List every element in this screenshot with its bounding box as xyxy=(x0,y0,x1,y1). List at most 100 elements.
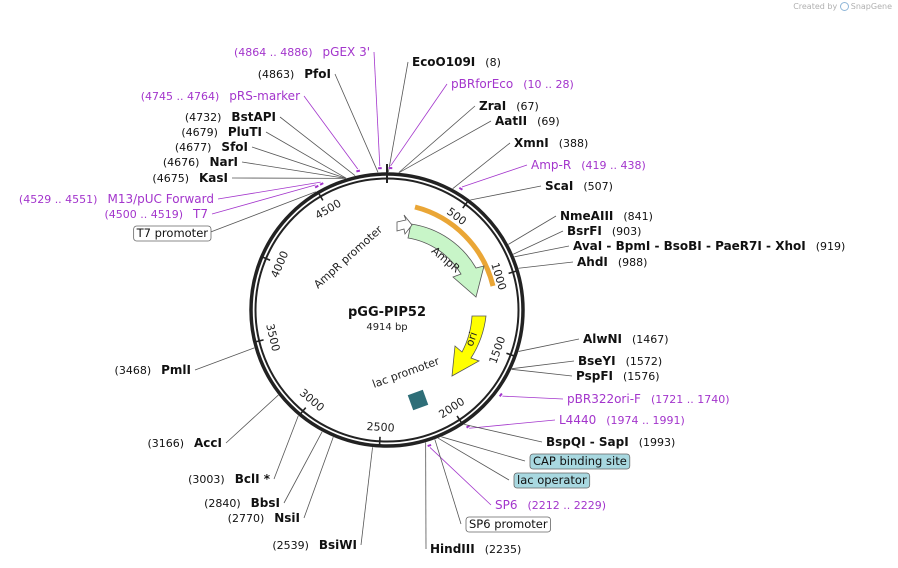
feature-box-label: CAP binding site xyxy=(533,454,627,468)
site-name: pGEX 3' xyxy=(323,45,370,59)
tick-label: 4500 xyxy=(313,197,344,222)
site-name: BstAPI xyxy=(231,110,276,124)
site-name: ZraI xyxy=(479,99,506,113)
site-bseyi[interactable]: BseYI (1572) xyxy=(578,354,662,368)
feature-ampr[interactable]: AmpR xyxy=(407,204,496,298)
site-ahdi[interactable]: AhdI (988) xyxy=(577,255,647,269)
site-lac-operator[interactable]: lac operator xyxy=(513,472,591,489)
site-zrai[interactable]: ZraI(67) xyxy=(479,99,539,113)
site-acci[interactable]: AccI(3166) xyxy=(147,436,222,450)
site-position: (2770) xyxy=(228,512,265,525)
site-nsii[interactable]: NsiI(2770) xyxy=(228,511,300,525)
site-name: NarI xyxy=(209,155,238,169)
leader-line xyxy=(283,431,323,504)
feature-box-label: lac operator xyxy=(517,473,587,487)
tick-mark xyxy=(253,339,264,343)
site-pfoi[interactable]: PfoI(4863) xyxy=(258,67,331,81)
site-alwni[interactable]: AlwNI(1467) xyxy=(583,332,669,346)
leader-lines xyxy=(194,51,580,550)
leader-line xyxy=(464,424,543,443)
site-position: (10 .. 28) xyxy=(523,78,574,91)
site-avai-bpmi-bsobi-paer7i-xhoi[interactable]: AvaI - BpmI - BsoBI - PaeR7I - XhoI(919) xyxy=(573,239,845,253)
leader-line xyxy=(469,419,556,429)
feature-ori[interactable]: ori xyxy=(451,315,487,377)
site-sfoi[interactable]: SfoI(4677) xyxy=(175,140,248,154)
site-position: (1572) xyxy=(626,355,663,368)
site-position: (3468) xyxy=(115,364,152,377)
site-nari[interactable]: NarI (4676) xyxy=(163,155,238,169)
watermark-brand: SnapGene xyxy=(850,2,892,11)
leader-line xyxy=(334,73,379,173)
site-name: BseYI xyxy=(578,354,616,368)
site-position: (8) xyxy=(485,56,501,69)
site-position: (388) xyxy=(559,137,589,150)
site-ecoo109i[interactable]: EcoO109I(8) xyxy=(412,55,501,69)
site-name: NmeAIII xyxy=(560,209,613,223)
site-pgex-3[interactable]: pGEX 3'(4864 .. 4886) xyxy=(234,45,370,59)
site-pbrforeco[interactable]: pBRforEco (10 .. 28) xyxy=(451,77,574,91)
site-t7[interactable]: T7(4500 .. 4519) xyxy=(104,207,208,221)
feature-box xyxy=(133,225,212,242)
site-l4440[interactable]: L4440(1974 .. 1991) xyxy=(559,413,685,427)
tick-mark xyxy=(378,436,381,447)
site-bbsi[interactable]: BbsI(2840) xyxy=(204,496,280,510)
leader-line xyxy=(518,338,580,352)
site-position: (1974 .. 1991) xyxy=(606,414,685,427)
feature-box xyxy=(465,516,551,533)
site-position: (507) xyxy=(583,180,613,193)
feature-box-label: SP6 promoter xyxy=(469,517,548,531)
site-bspqi-sapi[interactable]: BspQI - SapI(1993) xyxy=(546,435,675,449)
leader-line xyxy=(434,439,462,525)
site-sp6[interactable]: SP6(2212 .. 2229) xyxy=(495,498,606,512)
site-bsrfi[interactable]: BsrFI(903) xyxy=(567,224,641,238)
leader-line xyxy=(398,105,476,173)
site-pmli[interactable]: PmlI(3468) xyxy=(115,363,191,377)
site-name: PspFI xyxy=(576,369,613,383)
feature-lac-promoter[interactable]: lac promoter xyxy=(371,354,442,411)
site-amp-r[interactable]: Amp-R(419 .. 438) xyxy=(531,158,646,172)
tick-mark xyxy=(462,199,470,209)
leader-line xyxy=(279,116,356,177)
site-nmeaiii[interactable]: NmeAIII(841) xyxy=(560,209,653,223)
site-position: (3166) xyxy=(147,437,184,450)
site-name: Amp-R xyxy=(531,158,571,172)
site-name: BclI * xyxy=(235,472,271,486)
site-kasi[interactable]: KasI(4675) xyxy=(152,171,228,185)
site-t7-promoter[interactable]: T7 promoter xyxy=(133,225,212,242)
leader-line xyxy=(502,395,564,400)
site-position: (2235) xyxy=(485,543,522,556)
site-position: (988) xyxy=(618,256,648,269)
site-scai[interactable]: ScaI(507) xyxy=(545,179,613,193)
site-aatii[interactable]: AatII(69) xyxy=(495,114,560,128)
site-xmni[interactable]: XmnI(388) xyxy=(514,136,588,150)
site-bcli[interactable]: BclI *(3003) xyxy=(188,472,271,486)
site-bstapi[interactable]: BstAPI(4732) xyxy=(185,110,276,124)
site-name: AhdI xyxy=(577,255,608,269)
site-pbr322ori-f[interactable]: pBR322ori-F(1721 .. 1740) xyxy=(567,392,730,406)
site-name: HindIII xyxy=(430,542,475,556)
site-position: (4675) xyxy=(152,172,189,185)
site-pluti[interactable]: PluTI(4679) xyxy=(181,125,262,139)
feature-box xyxy=(529,453,631,470)
site-position: (4676) xyxy=(163,156,200,169)
site-name: pBRforEco xyxy=(451,77,513,91)
site-bsiwi[interactable]: BsiWI(2539) xyxy=(272,538,357,552)
site-prs-marker[interactable]: pRS-marker(4745 .. 4764) xyxy=(141,89,300,103)
feature-ampr-promoter[interactable]: AmpR promoter xyxy=(311,214,413,291)
feature-box xyxy=(513,472,591,489)
tick-mark xyxy=(260,255,271,262)
site-labels: EcoO109I(8) pBRforEco (10 .. 28) ZraI(67)Aa… xyxy=(19,45,845,556)
site-hindiii[interactable]: HindIII (2235) xyxy=(430,542,521,556)
tick-label: 3500 xyxy=(263,322,282,352)
site-sp6-promoter[interactable]: SP6 promoter xyxy=(465,516,551,533)
leader-line xyxy=(514,245,570,258)
site-cap-binding-site[interactable]: CAP binding site xyxy=(529,453,631,470)
site-pspfi[interactable]: PspFI(1576) xyxy=(576,369,660,383)
primer-marker xyxy=(356,169,361,173)
site-position: (4677) xyxy=(175,141,212,154)
plasmid-name: pGG-PIP52 xyxy=(348,305,426,320)
leader-line xyxy=(211,184,316,215)
site-name: BbsI xyxy=(251,496,280,510)
site-m13-puc-forward[interactable]: M13/pUC Forward(4529 .. 4551) xyxy=(19,192,214,206)
